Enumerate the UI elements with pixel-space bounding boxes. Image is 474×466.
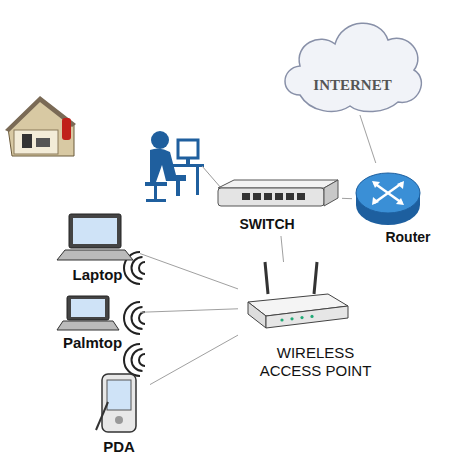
internet-cloud: INTERNET bbox=[280, 10, 425, 115]
wireless-signal bbox=[124, 252, 145, 376]
house-illustration bbox=[5, 96, 76, 156]
access-point-device: WIRELESS ACCESS POINT bbox=[238, 262, 408, 384]
user-workstation bbox=[145, 131, 204, 202]
signal-arc bbox=[124, 302, 140, 334]
signal-arc bbox=[139, 354, 145, 366]
device-label: Palmtop bbox=[45, 334, 140, 352]
device-label: INTERNET bbox=[280, 76, 425, 94]
switch-device: SWITCH bbox=[212, 178, 342, 236]
device-label: SWITCH bbox=[212, 216, 322, 233]
signal-arc bbox=[132, 349, 143, 371]
internet-cloud-shape bbox=[280, 10, 425, 115]
palmtop-icon bbox=[57, 296, 119, 330]
network-link bbox=[140, 254, 238, 289]
signal-arc bbox=[139, 312, 145, 324]
pda-icon bbox=[96, 374, 136, 432]
signal-arc bbox=[124, 344, 140, 376]
router-device: Router bbox=[352, 163, 452, 248]
switch-icon bbox=[218, 180, 338, 206]
signal-arc bbox=[132, 307, 143, 329]
signal-arc bbox=[139, 262, 145, 274]
device-label: Router bbox=[366, 229, 450, 246]
network-link bbox=[342, 198, 352, 199]
device-label: WIRELESS ACCESS POINT bbox=[248, 344, 383, 380]
network-link bbox=[150, 335, 238, 384]
router-icon bbox=[356, 173, 420, 225]
device-label: PDA bbox=[88, 438, 150, 456]
pda-device: PDA bbox=[88, 372, 150, 462]
device-label: Laptop bbox=[55, 266, 140, 284]
laptop-device: Laptop bbox=[55, 210, 140, 288]
cloud-icon bbox=[285, 23, 421, 111]
network-link bbox=[281, 236, 284, 262]
laptop-icon bbox=[57, 214, 133, 260]
palmtop-device: Palmtop bbox=[45, 292, 140, 354]
network-link bbox=[360, 115, 376, 163]
wap-icon bbox=[248, 262, 348, 328]
network-link bbox=[140, 309, 238, 313]
